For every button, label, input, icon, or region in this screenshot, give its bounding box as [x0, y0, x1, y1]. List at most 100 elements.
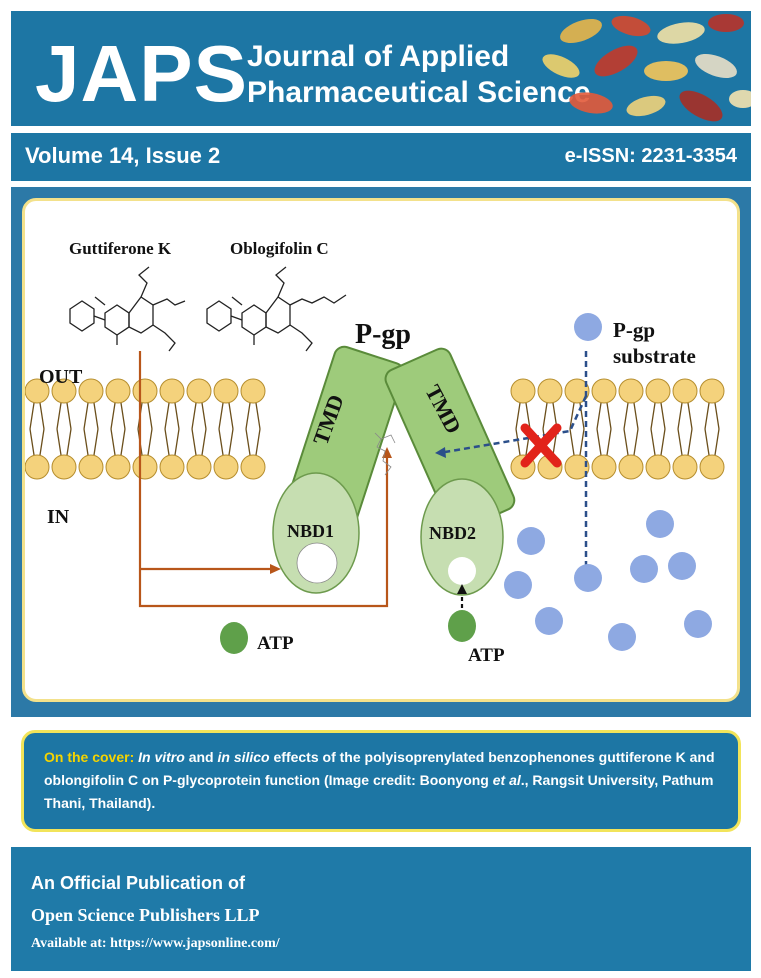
- journal-title-line2: Pharmaceutical Science: [247, 76, 591, 109]
- caption-in-silico: in silico: [217, 749, 270, 765]
- pgp-right-half: TMD NBD2: [384, 347, 516, 596]
- lipid-head: [213, 454, 239, 480]
- compound-guttiferone-label: Guttiferone K: [69, 239, 172, 258]
- inhibition-cross-icon: [520, 423, 562, 468]
- nbd2-domain: [420, 478, 504, 596]
- lipid-head: [51, 454, 77, 480]
- lipid-tail: [596, 428, 612, 456]
- journal-title: Journal of Applied Pharmaceutical Scienc…: [247, 39, 591, 111]
- atp-left-molecule: [220, 622, 248, 654]
- lipid-head: [618, 454, 644, 480]
- lipid-head: [240, 454, 266, 480]
- lipid-tail: [245, 402, 261, 430]
- lipid-head: [159, 454, 185, 480]
- lipid-head: [25, 454, 50, 480]
- lipid-tail: [704, 402, 720, 430]
- compound-oblogifolin-label: Oblogifolin C: [230, 239, 329, 258]
- substrate-outside: [574, 313, 602, 341]
- cover-figure-frame: Guttiferone K Oblogifolin C: [11, 187, 751, 717]
- lipid-head: [672, 378, 698, 404]
- lipid-head: [510, 378, 536, 404]
- lipid-head: [672, 454, 698, 480]
- lipid-tail: [650, 428, 666, 456]
- lipid-tail: [164, 402, 180, 430]
- lipid-head: [240, 378, 266, 404]
- lipid-tail: [56, 428, 72, 456]
- pgp-left-half: TMD NBD1: [272, 345, 405, 594]
- lipid-tail: [218, 402, 234, 430]
- lipid-tail: [515, 402, 531, 430]
- caption-body1: effects of the polyisoprenylated benzoph…: [44, 749, 715, 788]
- lipid-head: [132, 454, 158, 480]
- in-label: IN: [47, 506, 70, 528]
- oblogifolin-structure: [206, 266, 347, 352]
- journal-header: JAPS Journal of Applied Pharmaceutical S…: [11, 11, 751, 126]
- tmd-bound-ligand: [374, 432, 396, 476]
- publication-note: An Official Publication of: [31, 873, 246, 893]
- atp-right-label: ATP: [468, 645, 505, 666]
- caption-and: and: [184, 749, 218, 765]
- lipid-head: [564, 378, 590, 404]
- publisher-footer: An Official Publication of Open Science …: [11, 847, 751, 971]
- nbd1-bound-ligand: [296, 542, 338, 584]
- lipid-tail: [110, 402, 126, 430]
- publisher-name: Open Science Publishers LLP: [31, 905, 260, 925]
- lipid-head: [186, 454, 212, 480]
- substrate-molecules: [504, 313, 712, 651]
- lipid-head: [591, 454, 617, 480]
- lipid-bilayer: [25, 378, 725, 480]
- lipid-tail: [677, 428, 693, 456]
- pgp-diagram: Guttiferone K Oblogifolin C: [25, 239, 725, 666]
- lipid-tail: [596, 402, 612, 430]
- arrow-head-tmd: [382, 447, 392, 458]
- substrate-arrow-head-left: [435, 447, 446, 458]
- lipid-head: [699, 454, 725, 480]
- journal-title-line1: Journal of Applied: [247, 40, 510, 73]
- lipid-head: [699, 378, 725, 404]
- arrow-head-nbd1: [270, 564, 281, 574]
- lipid-tail: [191, 428, 207, 456]
- atp-right-molecule: [448, 610, 476, 642]
- lipid-tail: [83, 402, 99, 430]
- lipid-head: [51, 378, 77, 404]
- pills-image: [542, 14, 751, 122]
- cover-caption-box: On the cover: In vitro and in silico eff…: [21, 730, 741, 832]
- nbd1-domain: [272, 472, 360, 594]
- substrate-efflux-path: [444, 351, 588, 569]
- binding-pathway-arrows: [138, 351, 389, 608]
- atp-binding-arrow-head: [457, 584, 467, 594]
- lipid-tail: [650, 402, 666, 430]
- pgp-label: P-gp: [355, 319, 411, 350]
- lipid-tail: [704, 428, 720, 456]
- caption-etal: et al: [492, 772, 521, 788]
- lipid-head: [564, 454, 590, 480]
- lipid-tail: [29, 402, 45, 430]
- lipid-head: [618, 378, 644, 404]
- lipid-head: [645, 454, 671, 480]
- caption-body2: ., Rangsit University, Pathum Thani, Tha…: [44, 772, 714, 811]
- caption-lead: On the cover:: [44, 749, 135, 765]
- lipid-head: [132, 378, 158, 404]
- substrate-label-line1: P-gp: [613, 318, 655, 342]
- lipid-head: [78, 454, 104, 480]
- issue-bar: Volume 14, Issue 2 e-ISSN: 2231-3354: [11, 133, 751, 181]
- lipid-head: [105, 378, 131, 404]
- lipid-head: [105, 454, 131, 480]
- nbd1-label: NBD1: [287, 521, 334, 541]
- lipid-tail: [110, 428, 126, 456]
- cover-caption: On the cover: In vitro and in silico eff…: [44, 746, 724, 815]
- lipid-tail: [623, 402, 639, 430]
- lipid-tail: [569, 428, 585, 456]
- availability-url: Available at: https://www.japsonline.com…: [31, 936, 280, 951]
- lipid-tail: [164, 428, 180, 456]
- journal-logo: JAPS: [35, 29, 248, 118]
- lipid-head: [186, 378, 212, 404]
- nbd2-label: NBD2: [429, 523, 476, 543]
- lipid-tail: [56, 402, 72, 430]
- guttiferone-structure: [69, 266, 186, 352]
- lipid-tail: [677, 402, 693, 430]
- lipid-head: [537, 378, 563, 404]
- substrate-label-line2: substrate: [613, 344, 696, 368]
- lipid-head: [78, 378, 104, 404]
- lipid-head: [159, 378, 185, 404]
